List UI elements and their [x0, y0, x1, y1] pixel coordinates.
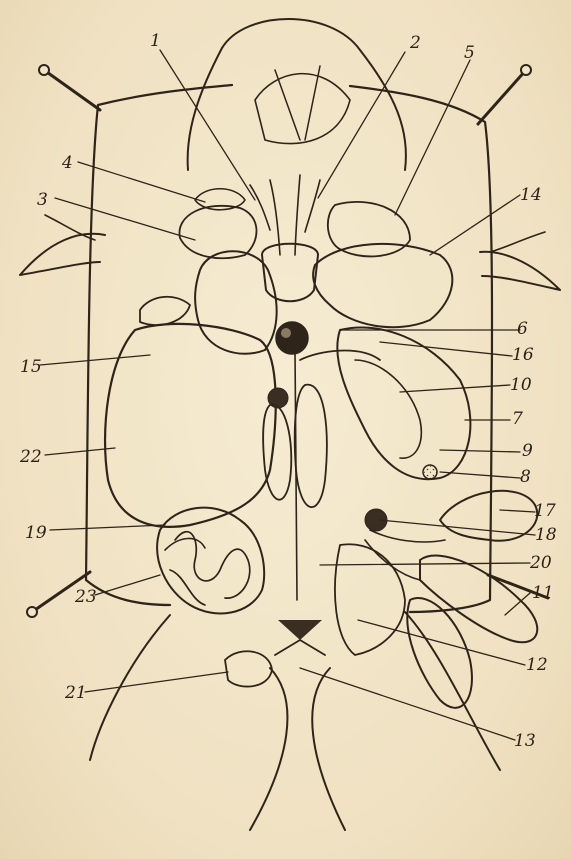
callout-9: 9	[522, 441, 533, 461]
callout-17: 17	[534, 501, 556, 521]
aorta	[295, 350, 297, 600]
pin-head-top-right	[521, 65, 531, 75]
callout-7: 7	[512, 409, 523, 429]
callout-22: 22	[19, 447, 42, 467]
bladder	[335, 544, 405, 655]
callout-4: 4	[61, 153, 73, 173]
pin-top-right	[478, 70, 526, 124]
heart	[262, 244, 318, 302]
intestine-coil-line-b	[165, 538, 205, 550]
pin-top-left	[44, 70, 100, 110]
tail-right-edge	[312, 668, 345, 830]
head-outline-left	[188, 48, 222, 170]
gall-bladder-highlight	[281, 328, 291, 338]
hindlimb-right	[405, 612, 500, 770]
oviduct-coil-mid	[420, 556, 537, 643]
pin-head-top-left	[39, 65, 49, 75]
salivary-left	[195, 189, 245, 210]
forelimb-right-crease	[490, 232, 545, 252]
callout-23: 23	[74, 587, 97, 607]
ovary	[423, 465, 437, 479]
thymus-left	[179, 206, 256, 258]
callout-14: 14	[520, 185, 542, 205]
liver-lobe-top	[140, 297, 190, 325]
callout-6: 6	[517, 319, 528, 339]
callout-1: 1	[150, 31, 161, 51]
callout-12: 12	[526, 655, 548, 675]
callout-20: 20	[529, 553, 552, 573]
callout-19: 19	[25, 523, 47, 543]
callout-13: 13	[514, 731, 536, 751]
tail-left-edge	[250, 668, 287, 830]
jaw-region	[255, 74, 350, 144]
callout-16: 16	[512, 345, 534, 365]
hindlimb-left	[90, 615, 170, 760]
kidney-right	[295, 385, 327, 507]
stomach-curve	[300, 351, 380, 360]
callout-8: 8	[520, 467, 531, 487]
lung-left	[195, 251, 277, 354]
callout-10: 10	[510, 375, 532, 395]
forelimb-left-crease	[45, 215, 95, 240]
gall-bladder	[276, 322, 308, 354]
lung-right	[313, 244, 452, 327]
callout-2: 2	[409, 33, 421, 53]
intestine-coil-lines	[170, 532, 250, 605]
rectum-bulb	[225, 651, 272, 686]
callout-21: 21	[64, 683, 87, 703]
intestine-loop-upper	[337, 327, 470, 479]
callout-5: 5	[464, 43, 475, 63]
pin-head-bottom-left	[27, 607, 37, 617]
cloaca-dark	[278, 620, 322, 640]
forelimb-left	[20, 234, 105, 275]
cloaca	[275, 640, 325, 655]
callout-11: 11	[532, 583, 554, 603]
callout-18: 18	[535, 525, 557, 545]
callout-15: 15	[20, 357, 42, 377]
callout-3: 3	[37, 190, 48, 210]
kidney-left	[263, 405, 291, 500]
intestine-inner-fold	[355, 360, 421, 458]
